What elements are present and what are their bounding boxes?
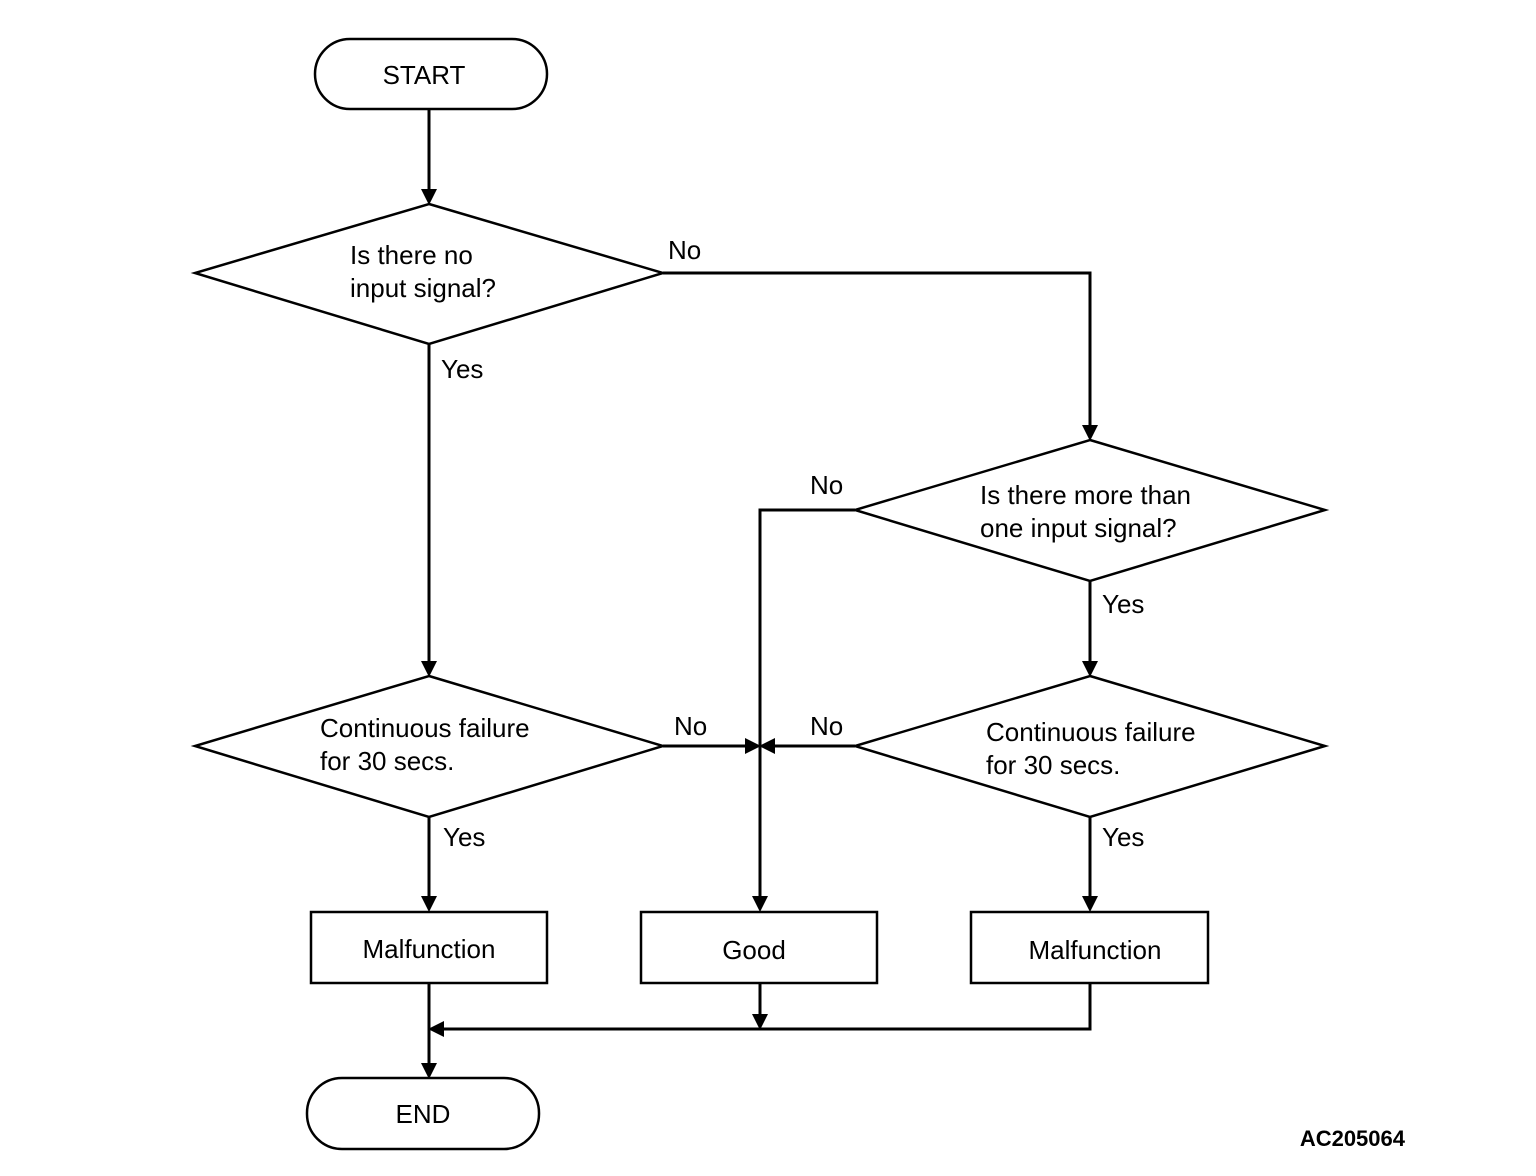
end-label: END: [396, 1099, 451, 1129]
edge-label-d4-yes: Yes: [1102, 822, 1144, 852]
reference-code: AC205064: [1300, 1126, 1406, 1151]
result-good: [639, 910, 879, 985]
decision-no-input-signal: [190, 202, 668, 346]
edge-d1-no: [663, 271, 1092, 426]
arrowhead-right: [745, 738, 761, 754]
edge-label-d4-no: No: [810, 711, 843, 741]
arrowhead-down: [421, 661, 437, 677]
edge-label-d1-no: No: [668, 235, 701, 265]
arrowhead-down: [421, 1063, 437, 1079]
decision-more-than-one-signal-line1: Is there more than: [980, 480, 1191, 510]
decision-continuous-failure-right: [850, 674, 1330, 819]
decision-no-input-signal-line2: input signal?: [350, 273, 496, 303]
start-terminal: [313, 37, 549, 111]
connectors: [427, 110, 1092, 1064]
arrowhead-down: [1082, 425, 1098, 441]
edge-merge-to-end: [443, 984, 1092, 1031]
decision-continuous-failure-left-line2: for 30 secs.: [320, 746, 454, 776]
decision-no-input-signal-line1: Is there no: [350, 240, 473, 270]
arrowhead-down: [1082, 896, 1098, 912]
edge-label-d3-no: No: [674, 711, 707, 741]
edge-label-d1-yes: Yes: [441, 354, 483, 384]
decision-more-than-one-signal: [850, 438, 1330, 583]
arrowhead-down: [421, 189, 437, 205]
arrowhead-left: [759, 738, 775, 754]
arrowhead-down: [1082, 661, 1098, 677]
end-terminal: [305, 1076, 541, 1151]
result-malfunction-right: [969, 910, 1210, 985]
edge-label-d3-yes: Yes: [443, 822, 485, 852]
edge-label-d2-no: No: [810, 470, 843, 500]
arrowheads: [421, 189, 1098, 1079]
arrowhead-down: [752, 896, 768, 912]
result-malfunction-left: [309, 910, 549, 985]
arrowhead-down: [752, 1014, 768, 1030]
decision-continuous-failure-right-line2: for 30 secs.: [986, 750, 1120, 780]
decision-continuous-failure-left-line1: Continuous failure: [320, 713, 530, 743]
result-good-label: Good: [722, 935, 786, 965]
result-malfunction-left-label: Malfunction: [363, 934, 496, 964]
decision-more-than-one-signal-line2: one input signal?: [980, 513, 1177, 543]
decision-continuous-failure-right-line1: Continuous failure: [986, 717, 1196, 747]
edge-d2-no: [758, 508, 855, 897]
start-label: START: [383, 60, 466, 90]
decision-continuous-failure-left: [190, 674, 668, 819]
result-malfunction-right-label: Malfunction: [1029, 935, 1162, 965]
arrowhead-down: [421, 896, 437, 912]
edge-label-d2-yes: Yes: [1102, 589, 1144, 619]
arrowhead-left: [428, 1021, 444, 1037]
